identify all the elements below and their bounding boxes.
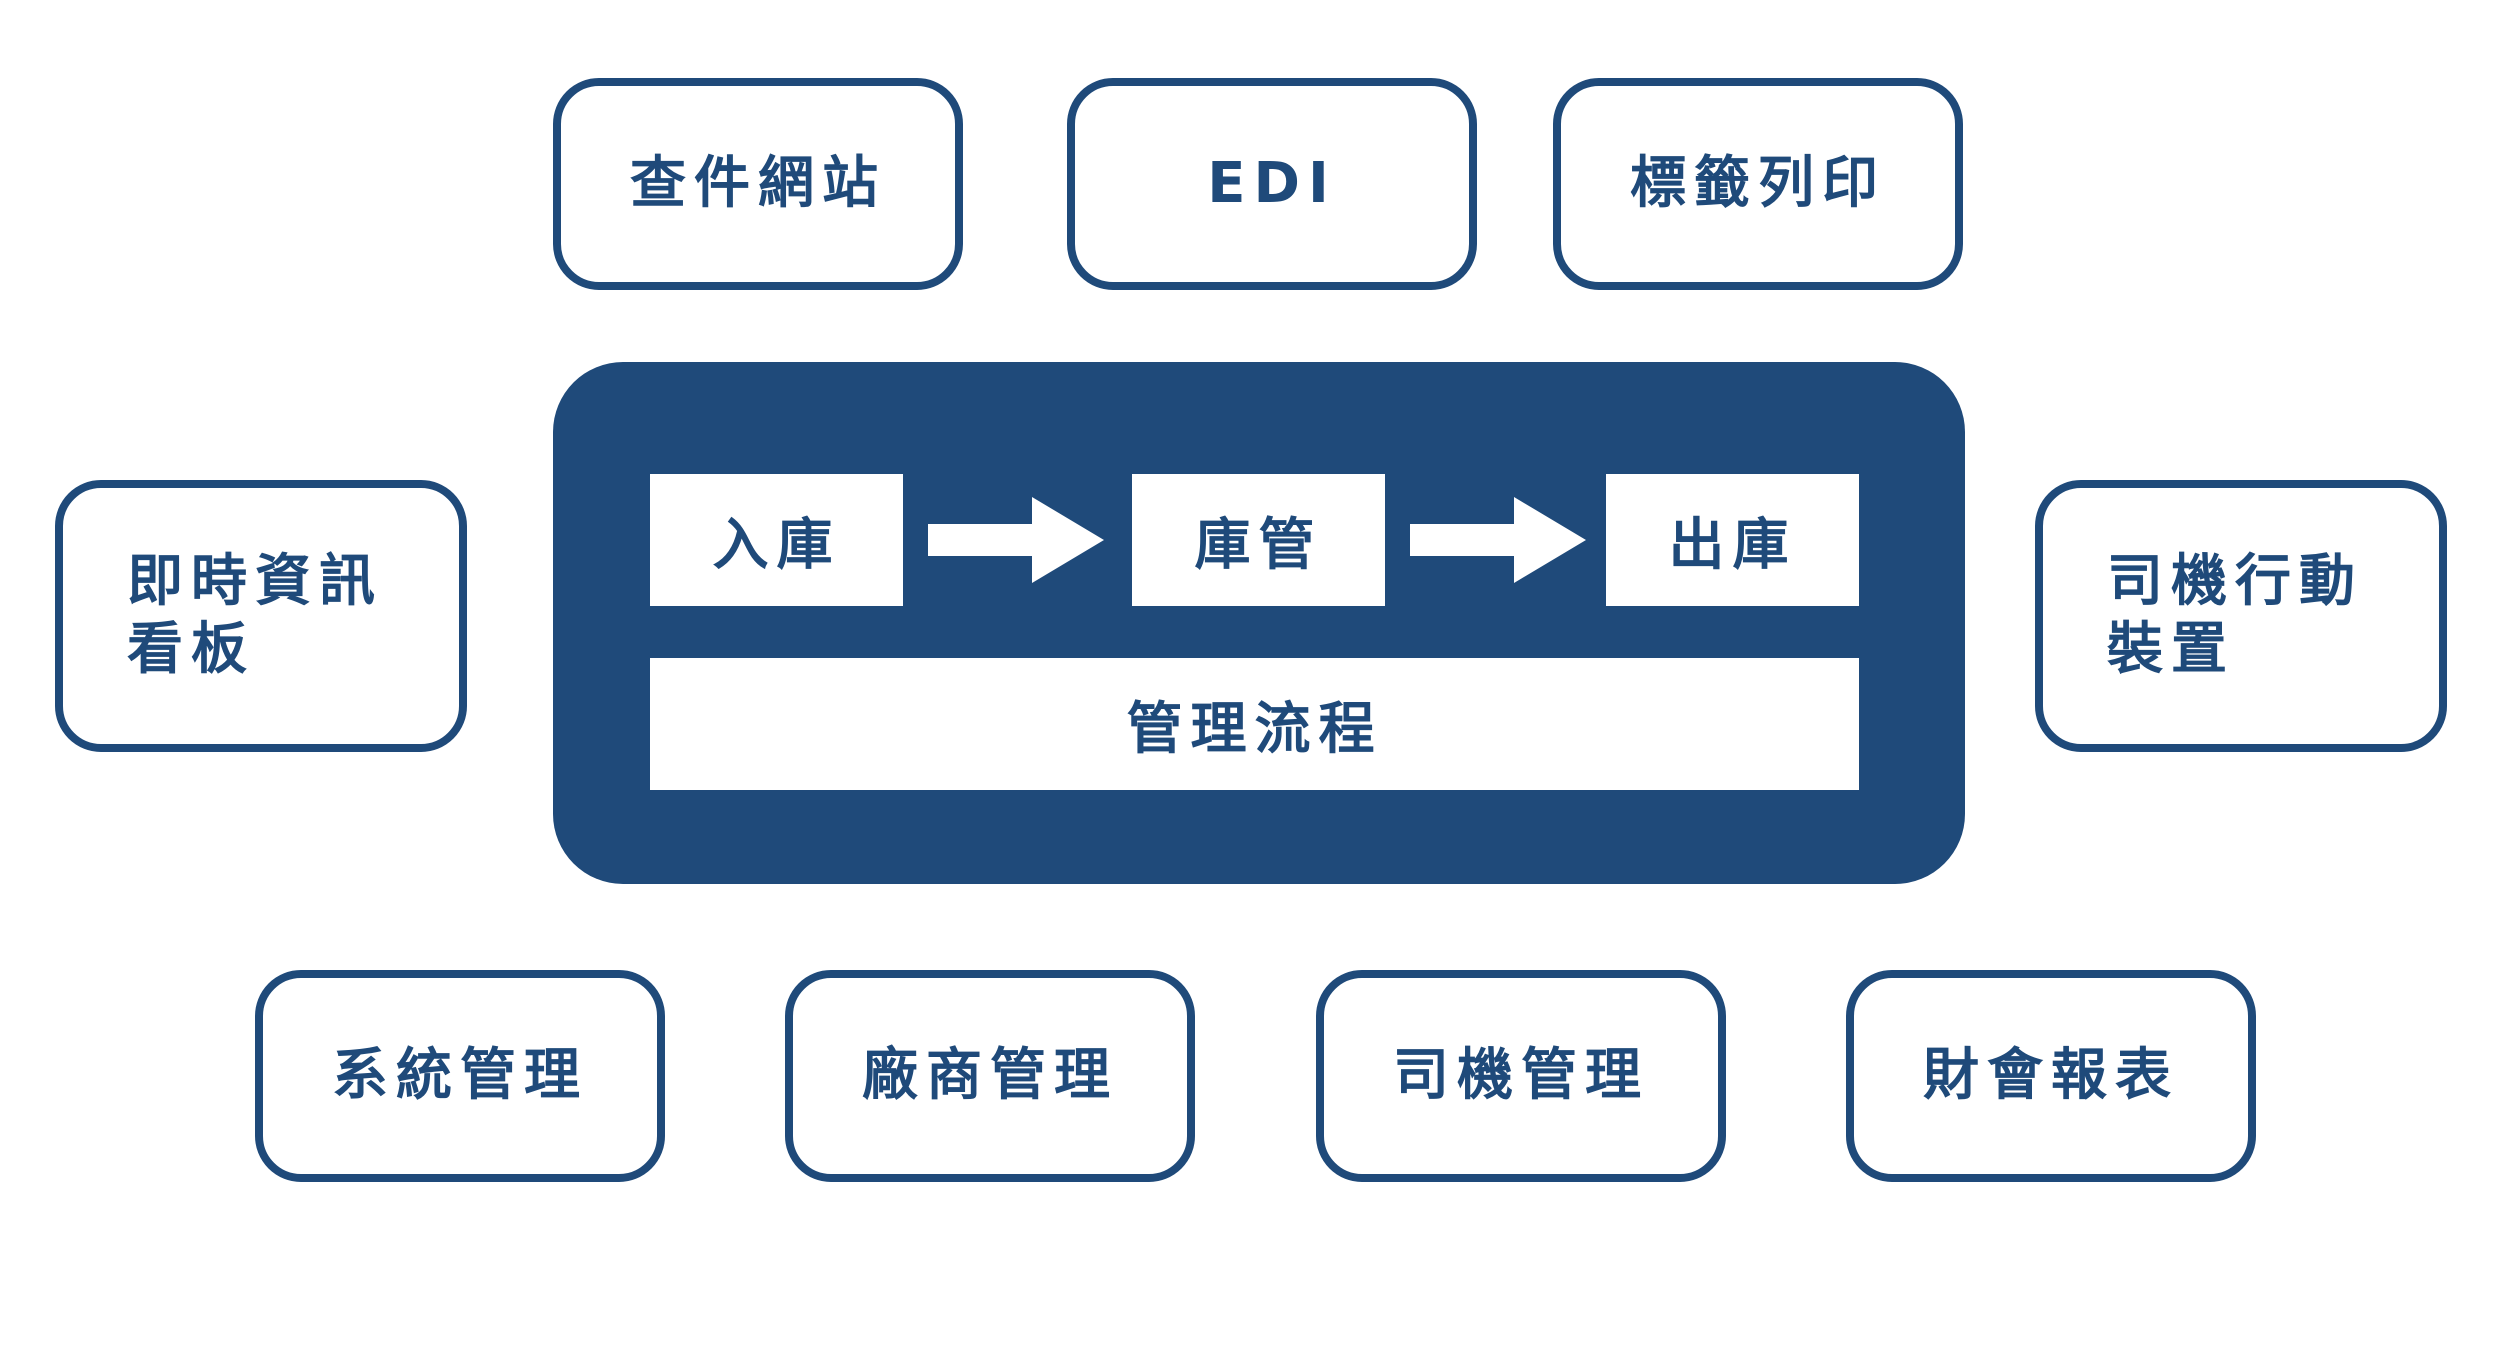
arrow-right-icon [928,497,1104,583]
module-label: 標籤列印 [1630,150,1886,216]
module-system-management: 系統管理 [255,970,665,1182]
module-realtime-dashboard: 即時資訊看板 [55,480,467,752]
module-driver-mobile-device: 司機行動裝置 [2035,480,2447,752]
step-inbound: 入庫 [650,474,903,606]
module-label: 系統管理 [332,1042,588,1108]
module-label: EDI [1207,150,1337,216]
management-process-bar: 管理流程 [650,658,1859,790]
module-financial-reports: 財會報表 [1846,970,2256,1182]
module-vendor-management: 廠商管理 [785,970,1195,1182]
step-inventory: 庫管 [1132,474,1385,606]
process-label: 管理流程 [1126,696,1383,762]
step-outbound: 出庫 [1606,474,1859,606]
core-process-panel: 入庫 庫管 出庫 管理流程 [553,362,1965,884]
module-edi: EDI [1067,78,1477,290]
module-label: 司機管理 [1393,1042,1649,1108]
module-label: 財會報表 [1923,1042,2179,1108]
module-tracking-website: 查件網站 [553,78,963,290]
module-label: 司機行動裝置 [2107,548,2363,682]
step-label: 庫管 [1194,512,1323,578]
module-label-printing: 標籤列印 [1553,78,1963,290]
module-label: 查件網站 [630,150,886,216]
step-label: 出庫 [1668,512,1797,578]
step-label: 入庫 [712,512,841,578]
module-driver-management: 司機管理 [1316,970,1726,1182]
arrow-right-icon [1410,497,1586,583]
module-label: 即時資訊看板 [127,548,383,682]
module-label: 廠商管理 [862,1042,1118,1108]
